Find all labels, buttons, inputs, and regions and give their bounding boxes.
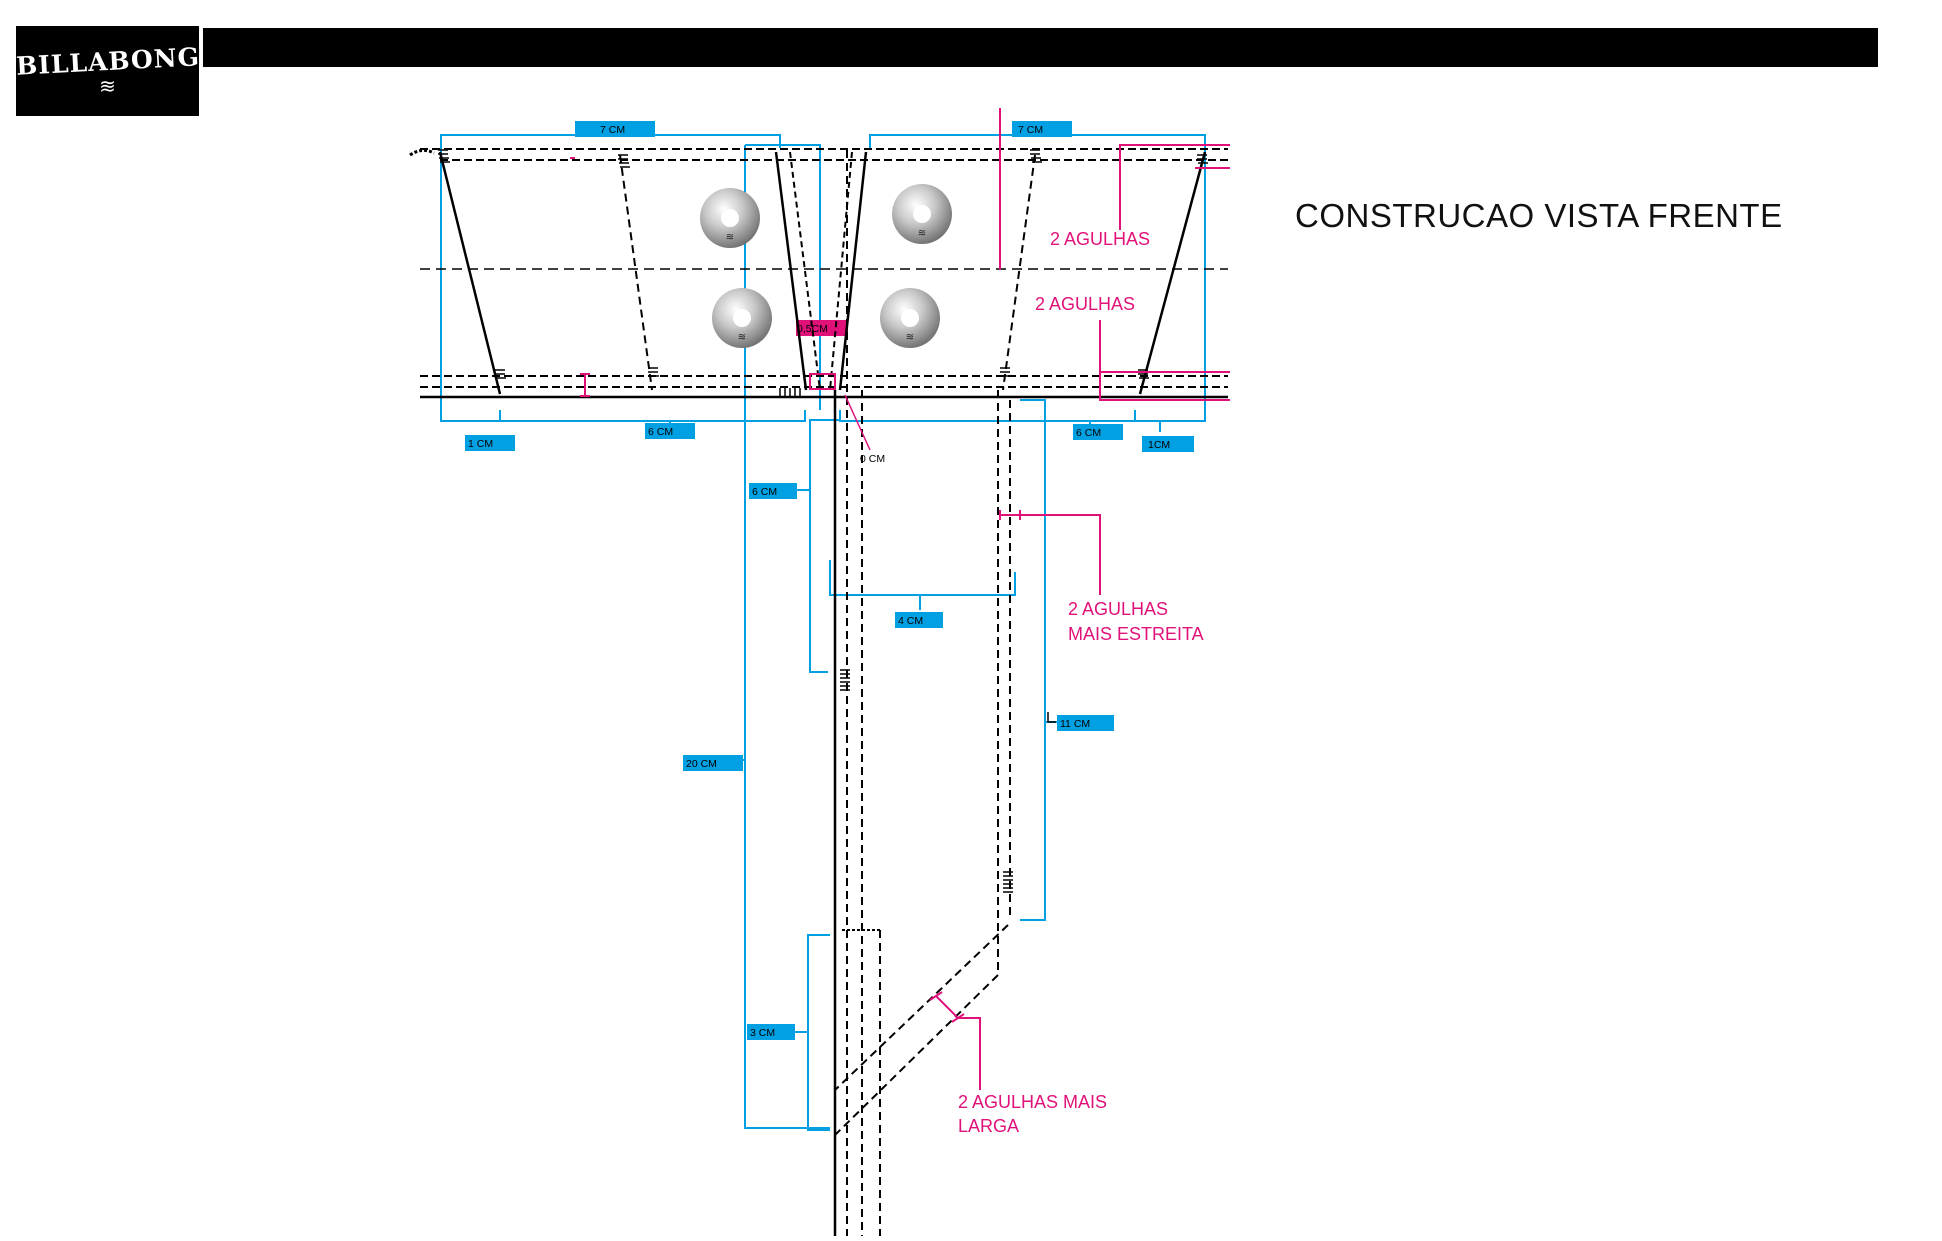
fly-outline	[833, 150, 1011, 1236]
dim-left-6: 6 CM	[648, 426, 673, 438]
left-edge-mark	[409, 148, 435, 157]
button-bottom-left: ≋	[712, 288, 772, 348]
note-narrow-1: 2 AGULHAS	[1068, 599, 1168, 619]
brand-logo: BILLABONG ≋	[15, 26, 200, 116]
button-top-right: ≋	[892, 184, 952, 244]
note-two-needles-1: 2 AGULHAS	[1050, 229, 1150, 249]
dim-fly-11: 11 CM	[1060, 718, 1090, 730]
dim-fly-3: 3 CM	[750, 1027, 775, 1039]
dim-center-pink: 0,5CM	[797, 323, 828, 335]
waistband-outline	[420, 148, 1228, 399]
stitch-notes: 2 AGULHAS 2 AGULHAS 2 AGULHAS MAIS ESTRE…	[958, 229, 1204, 1136]
dim-top-left: 7 CM	[600, 124, 625, 136]
bartacks	[438, 149, 1208, 893]
button-bottom-right: ≋	[880, 288, 940, 348]
note-narrow-2: MAIS ESTREITA	[1068, 624, 1204, 644]
brand-wave-icon: ≋	[99, 75, 116, 98]
note-wide-2: LARGA	[958, 1116, 1019, 1136]
button-logo-icon: ≋	[906, 332, 914, 343]
dim-fly-6: 6 CM	[752, 486, 777, 498]
page-title: CONSTRUCAO VISTA FRENTE	[1295, 197, 1783, 234]
button-logo-icon: ≋	[918, 228, 926, 239]
center-zero-box	[809, 373, 836, 390]
button-logo-icon: ≋	[738, 332, 746, 343]
dim-right-1: 1CM	[1148, 439, 1170, 451]
dim-zero: 0 CM	[860, 453, 885, 465]
header-bar	[203, 28, 1878, 67]
note-wide-1: 2 AGULHAS MAIS	[958, 1092, 1107, 1112]
corner-tick	[1047, 712, 1056, 723]
buttons: ≋ ≋ ≋ ≋	[700, 184, 952, 348]
dim-left-1: 1 CM	[468, 438, 493, 450]
dim-fly-20: 20 CM	[686, 758, 717, 770]
dim-right-6: 6 CM	[1076, 427, 1101, 439]
note-two-needles-2: 2 AGULHAS	[1035, 294, 1135, 314]
button-top-left: ≋	[700, 188, 760, 248]
dim-top-right: 7 CM	[1018, 124, 1043, 136]
zero-leader	[844, 394, 871, 451]
button-logo-icon: ≋	[726, 232, 734, 243]
dim-fly-4: 4 CM	[898, 615, 923, 627]
pink-leaders	[570, 108, 1230, 1090]
